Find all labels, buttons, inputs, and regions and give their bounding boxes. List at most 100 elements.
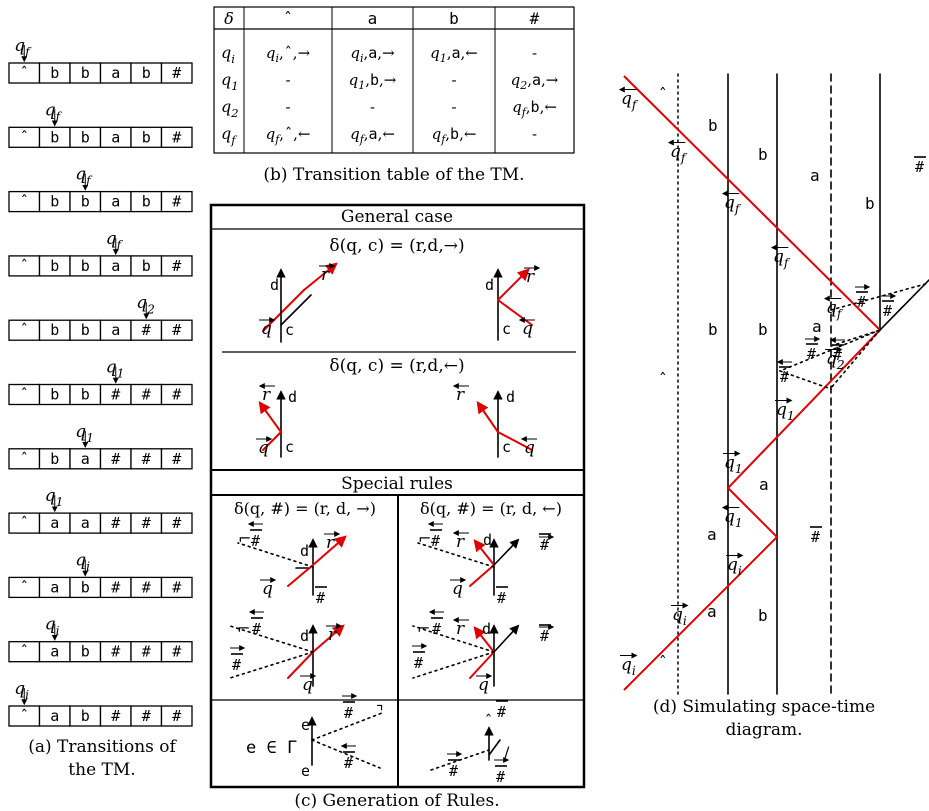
tape-symbol: b <box>50 386 59 404</box>
head-signal-path <box>623 75 882 691</box>
sym-e: e <box>301 762 310 780</box>
cell-b: b <box>708 320 718 339</box>
tape-symbol: ˆ <box>20 450 29 468</box>
hash-dotted <box>311 712 383 741</box>
table-cell-empty: - <box>370 98 375 116</box>
general-case-heading: General case <box>341 207 453 227</box>
tape-cell <box>160 62 193 84</box>
tape-symbol: # <box>172 514 181 532</box>
cell-a: a <box>707 525 717 544</box>
tape-symbol: # <box>111 578 120 596</box>
cell-b: b <box>865 194 875 213</box>
table-cell-empty: - <box>532 44 537 62</box>
tape-symbol: b <box>81 321 90 339</box>
cell-a: a <box>707 602 717 621</box>
tape-symbol: # <box>111 514 120 532</box>
tape-cell <box>160 319 193 341</box>
r-signal <box>258 401 282 433</box>
tape-symbol: a <box>111 193 120 211</box>
hash-left-signal: # <box>432 620 441 638</box>
panel-c-caption: (c) Generation of Rules. <box>294 791 499 811</box>
tape-symbol: # <box>172 707 181 725</box>
hash-dotted <box>229 625 314 653</box>
sym-r: r <box>456 619 465 639</box>
cell-b: b <box>758 320 768 339</box>
tape-symbol: a <box>81 450 90 468</box>
sym-d: d <box>270 276 279 294</box>
hash-bottom-left: # <box>449 762 458 780</box>
hash-bar-top: # <box>915 158 924 176</box>
tape-symbol: a <box>50 707 59 725</box>
head-state-label: q1 <box>45 486 64 509</box>
head-state-label: q2 <box>136 293 155 316</box>
sym-r: r <box>456 385 465 405</box>
head-state-label: qf <box>45 100 63 123</box>
black-up-right <box>493 624 520 653</box>
tape-cell <box>160 641 193 663</box>
tape-cell <box>160 383 193 406</box>
tape-symbol: ˆ <box>20 643 29 661</box>
hash-bottom: # <box>316 589 325 607</box>
table-cell: qf,ˆ,← <box>266 125 311 146</box>
panel-c-rule-generation: General case δ(q, c) = (r,d,→) δ(q, c) =… <box>209 203 586 789</box>
tape-symbol: b <box>50 64 59 82</box>
state-qi: qi <box>621 655 636 678</box>
cell-a: a <box>810 166 820 185</box>
tape-symbol: a <box>50 643 59 661</box>
e-in-gamma-label: e ∈ Γ <box>246 738 297 758</box>
tape-symbol: # <box>172 64 181 82</box>
tape-symbol: b <box>142 193 151 211</box>
tape-symbol: b <box>81 578 90 596</box>
tape-symbol: b <box>142 257 151 275</box>
tape-symbol: b <box>50 321 59 339</box>
table-cell: qf,b,← <box>512 98 557 119</box>
tape-symbol: b <box>81 257 90 275</box>
panel-d-caption-line2: diagram. <box>725 720 802 740</box>
tape-symbol: # <box>172 193 181 211</box>
hash-left-signal: # <box>431 532 440 550</box>
c-line <box>280 294 312 326</box>
tape-symbol: # <box>172 257 181 275</box>
tape-symbol: b <box>81 193 90 211</box>
bracket-mark: ⌐ <box>417 619 430 638</box>
solid-line-exit <box>879 279 929 331</box>
tape-symbol: a <box>111 321 120 339</box>
bracket-mark: ⌐ <box>237 619 250 638</box>
table-cell: qi,ˆ,→ <box>266 44 311 65</box>
tape-symbol: b <box>81 643 90 661</box>
head-state-label: qf <box>14 36 32 59</box>
tape-symbol: b <box>81 64 90 82</box>
r-signal <box>476 401 499 433</box>
sym-q: q <box>258 438 269 458</box>
head-state-label: qi <box>75 550 90 573</box>
q-signal <box>262 289 305 332</box>
sym-r: r <box>456 532 465 552</box>
head-state-label: qf <box>75 165 93 188</box>
tape-cell <box>160 512 193 534</box>
hash-dotted <box>417 542 495 568</box>
table-header-cell: ˆ <box>283 9 293 28</box>
rule-hash-right-heading: δ(q, #) = (r, d, →) <box>234 499 376 518</box>
hash-dotted-1 <box>779 329 881 372</box>
sym-d: d <box>288 388 297 406</box>
table-cell-empty: - <box>285 98 290 116</box>
table-cell-empty: - <box>451 71 456 89</box>
q-signal <box>469 651 495 679</box>
state-q1: q1 <box>776 400 795 423</box>
table-row-state: qi <box>221 43 235 66</box>
hat-diag <box>488 739 501 756</box>
r-signal <box>312 535 347 566</box>
hash-dotted-3 <box>830 282 929 311</box>
sym-q: q <box>524 438 535 458</box>
tape-symbol: # <box>172 321 181 339</box>
state-qf: qf <box>724 193 742 216</box>
tape-cell <box>160 705 193 727</box>
tape-cell <box>160 448 193 470</box>
sym-d: d <box>482 620 491 638</box>
hash-bottom-right: # <box>496 768 505 786</box>
table-frame <box>213 6 575 154</box>
sym-r: r <box>321 265 330 285</box>
